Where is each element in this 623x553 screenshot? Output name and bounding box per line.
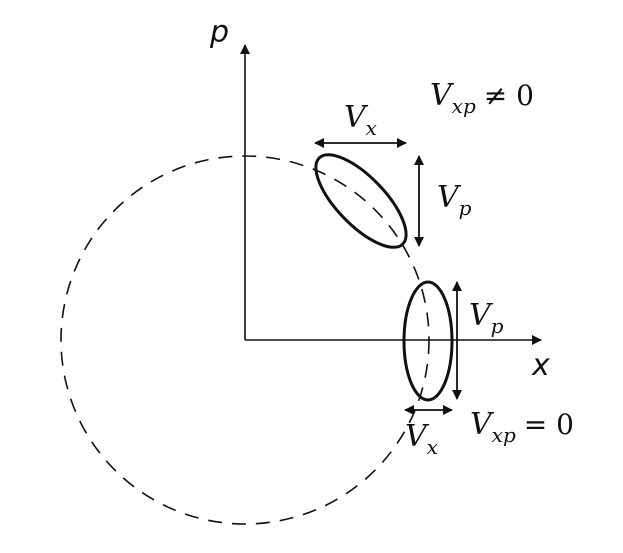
top-covariance-label: Vxp≠ 0 [430,78,534,118]
tilted-ellipse [314,153,408,249]
top-vx-label: Vx [344,100,377,140]
p-axis-label: p [209,15,229,50]
bottom-covariance-label: Vxp= 0 [470,407,574,447]
bottom-vx-label: Vx [405,419,438,459]
top-vp-label: Vp [437,180,472,220]
upright-ellipse [402,280,454,402]
x-axis-label: x [531,348,550,383]
bottom-vp-label: Vp [469,298,504,338]
